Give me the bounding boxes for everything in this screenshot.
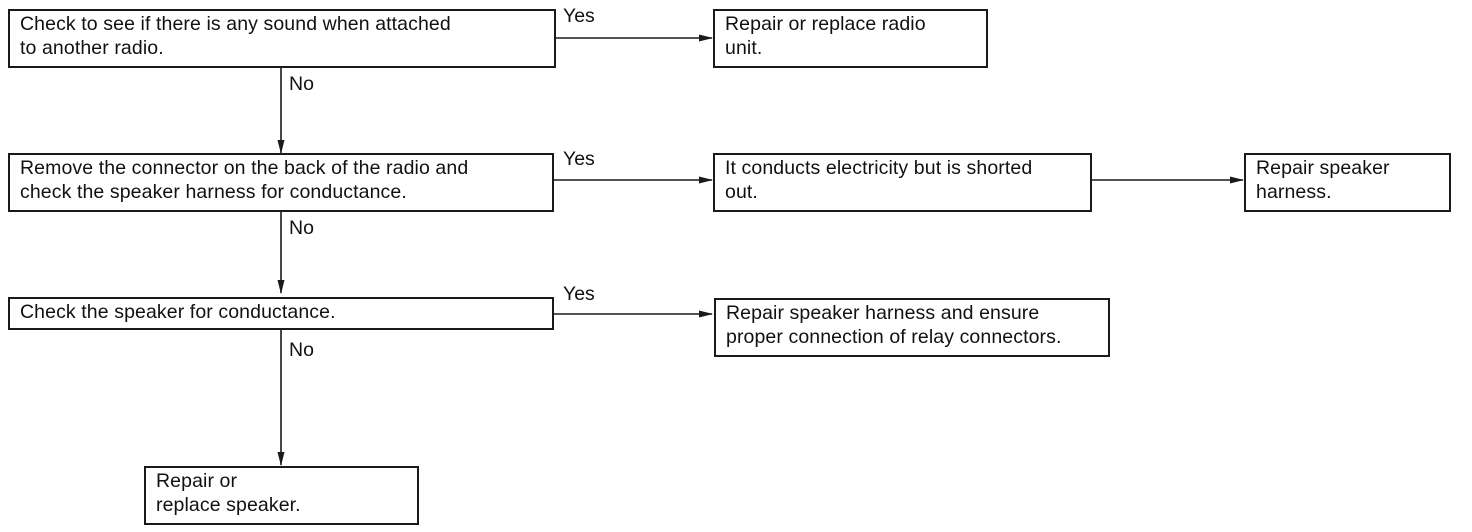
node-check-speaker: Check the speaker for conductance. xyxy=(8,297,554,330)
node-repair-speaker-harness: Repair speaker harness. xyxy=(1244,153,1451,212)
edge-label-no-2: No xyxy=(289,217,314,239)
node-check-speaker-harness: Remove the connector on the back of the … xyxy=(8,153,554,212)
node-repair-radio: Repair or replace radio unit. xyxy=(713,9,988,68)
edge-label-yes-3: Yes xyxy=(563,283,595,305)
edge-label-no-3: No xyxy=(289,339,314,361)
edge-label-yes-2: Yes xyxy=(563,148,595,170)
edge-label-yes-1: Yes xyxy=(563,5,595,27)
edge-label-no-1: No xyxy=(289,73,314,95)
node-shorted-out: It conducts electricity but is shorted o… xyxy=(713,153,1092,212)
node-repair-harness-relay: Repair speaker harness and ensure proper… xyxy=(714,298,1110,357)
node-check-other-radio: Check to see if there is any sound when … xyxy=(8,9,556,68)
node-repair-speaker: Repair or replace speaker. xyxy=(144,466,419,525)
